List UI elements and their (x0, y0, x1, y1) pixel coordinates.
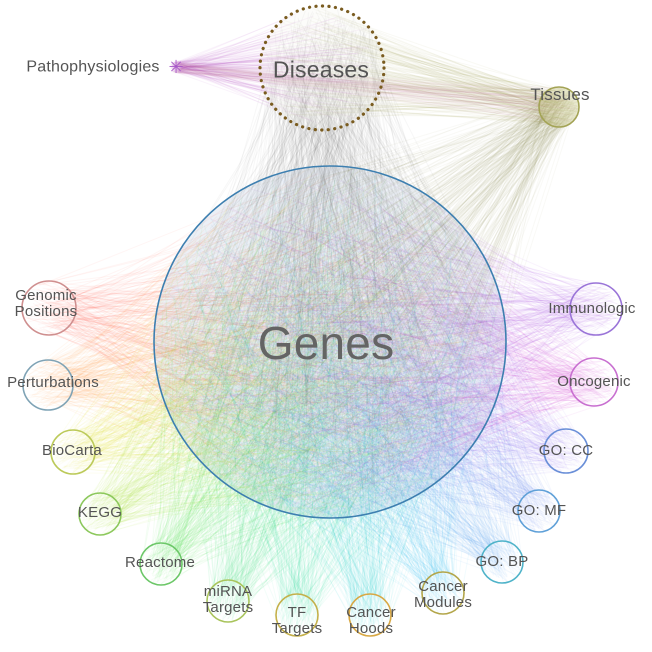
edge-bundle-genes-go_bp (156, 172, 523, 583)
node-tf_targets[interactable] (275, 593, 319, 637)
node-diseases[interactable] (258, 4, 386, 132)
edge-bundle-genes-immunologic (156, 171, 622, 515)
edge-bundle-genes-go_mf (162, 174, 561, 533)
edge-bundle-genes-genomic_positions (24, 173, 502, 515)
edge-bundle-genes-perturbations (24, 170, 491, 505)
edge-bundle-diseases-tissues (262, 8, 579, 127)
edge-bundle-genes-reactome (140, 169, 500, 585)
node-genes[interactable] (153, 165, 507, 519)
edge-bundle-genes-mirna_targets (164, 177, 501, 622)
edge-bundle-genes-tissues (159, 87, 579, 518)
edge-bundle-genes-biocarta (51, 167, 497, 509)
node-genomic_positions[interactable] (21, 280, 77, 336)
node-oncogenic[interactable] (569, 357, 619, 407)
node-kegg[interactable] (78, 492, 122, 536)
genes-fill (154, 166, 506, 518)
node-go_cc[interactable] (543, 428, 589, 474)
node-go_bp[interactable] (480, 540, 524, 584)
node-immunologic[interactable] (569, 282, 623, 336)
node-cancer_modules[interactable] (421, 571, 465, 615)
edge-bundle-genes-cancer_hoods (163, 175, 492, 635)
node-biocarta[interactable] (50, 429, 96, 475)
edge-bundle-genes-tf_targets (154, 182, 506, 636)
node-perturbations[interactable] (22, 359, 74, 411)
node-mirna_targets[interactable] (206, 579, 250, 623)
node-tissues[interactable] (538, 86, 580, 128)
node-pathophysiologies-star-icon[interactable]: ✳ (168, 57, 183, 77)
node-reactome[interactable] (139, 542, 183, 586)
edge-bundle-genes-diseases (159, 6, 500, 511)
node-cancer_hoods[interactable] (348, 593, 392, 637)
edge-bundle-pathophysiologies-tissues (171, 60, 579, 126)
edge-bundle-pathophysiologies-diseases (170, 12, 382, 125)
node-go_mf[interactable] (517, 489, 561, 533)
edge-bundle-genes-go_cc (165, 188, 589, 514)
edge-bundle-genes-oncogenic (161, 183, 617, 517)
edge-bundle-genes-kegg (80, 174, 506, 536)
edge-bundle-genes-cancer_modules (155, 172, 498, 615)
